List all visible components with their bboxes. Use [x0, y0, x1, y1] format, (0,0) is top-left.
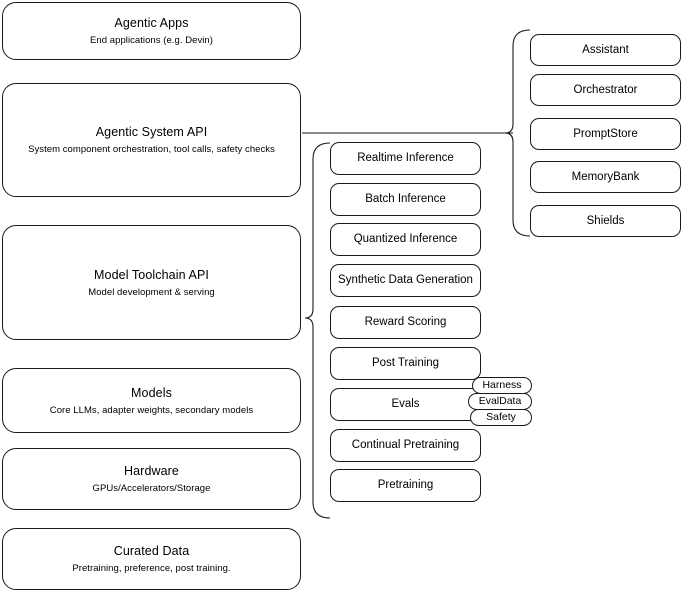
capability-label: Post Training [371, 357, 440, 369]
component-label: MemoryBank [571, 170, 640, 183]
capability-pretraining[interactable]: Pretraining [330, 469, 481, 502]
layer-agentic-apps[interactable]: Agentic Apps End applications (e.g. Devi… [2, 2, 301, 60]
capability-label: Quantized Inference [353, 233, 458, 245]
layer-title: Models [131, 385, 172, 400]
capability-label: Batch Inference [365, 193, 446, 205]
capability-label: Evals [391, 398, 420, 410]
layer-title: Agentic System API [95, 125, 208, 139]
eval-badge-safety[interactable]: Safety [470, 409, 532, 426]
layer-subtitle: Model development & serving [88, 286, 215, 298]
capability-synthetic-data-generation[interactable]: Synthetic Data Generation [330, 264, 481, 297]
layer-models[interactable]: Models Core LLMs, adapter weights, secon… [2, 368, 301, 433]
component-label: Orchestrator [573, 83, 638, 96]
capability-realtime-inference[interactable]: Realtime Inference [330, 142, 481, 175]
capability-evals[interactable]: Evals [330, 388, 481, 421]
layer-curated-data[interactable]: Curated Data Pretraining, preference, po… [2, 528, 301, 590]
capability-quantized-inference[interactable]: Quantized Inference [330, 223, 481, 256]
component-shields[interactable]: Shields [530, 205, 681, 237]
capability-label: Reward Scoring [364, 316, 447, 328]
capability-label: Continual Pretraining [351, 439, 460, 451]
layer-title: Curated Data [113, 544, 190, 558]
layer-title: Model Toolchain API [94, 267, 209, 282]
layer-subtitle: Core LLMs, adapter weights, secondary mo… [49, 404, 254, 416]
layer-title: Agentic Apps [114, 16, 189, 30]
capability-label: Synthetic Data Generation [338, 274, 473, 286]
layer-title: Hardware [124, 464, 179, 478]
eval-badge-evaldata[interactable]: EvalData [468, 393, 532, 410]
capability-reward-scoring[interactable]: Reward Scoring [330, 306, 481, 339]
layer-subtitle: Pretraining, preference, post training. [72, 563, 231, 574]
layer-subtitle: GPUs/Accelerators/Storage [92, 483, 211, 494]
component-label: Assistant [582, 43, 629, 56]
capability-label: Realtime Inference [357, 152, 454, 164]
layer-subtitle: End applications (e.g. Devin) [90, 35, 213, 46]
toolchain-brace-icon [304, 142, 331, 519]
capability-batch-inference[interactable]: Batch Inference [330, 183, 481, 216]
component-label: PromptStore [573, 127, 638, 140]
component-orchestrator[interactable]: Orchestrator [530, 74, 681, 106]
capability-continual-pretraining[interactable]: Continual Pretraining [330, 429, 481, 462]
layer-model-toolchain-api[interactable]: Model Toolchain API Model development & … [2, 225, 301, 340]
layer-hardware[interactable]: Hardware GPUs/Accelerators/Storage [2, 448, 301, 510]
eval-badge-label: Safety [486, 411, 516, 423]
component-memorybank[interactable]: MemoryBank [530, 161, 681, 193]
capability-post-training[interactable]: Post Training [330, 347, 481, 380]
components-brace-icon [504, 29, 531, 237]
component-label: Shields [586, 214, 625, 227]
layer-subtitle: System component orchestration, tool cal… [28, 144, 275, 155]
component-promptstore[interactable]: PromptStore [530, 118, 681, 150]
eval-badge-harness[interactable]: Harness [472, 377, 532, 394]
capability-label: Pretraining [377, 479, 434, 491]
eval-badge-label: EvalData [478, 395, 522, 407]
component-assistant[interactable]: Assistant [530, 34, 681, 66]
eval-badge-label: Harness [482, 379, 522, 391]
layer-agentic-system-api[interactable]: Agentic System API System component orch… [2, 83, 301, 197]
